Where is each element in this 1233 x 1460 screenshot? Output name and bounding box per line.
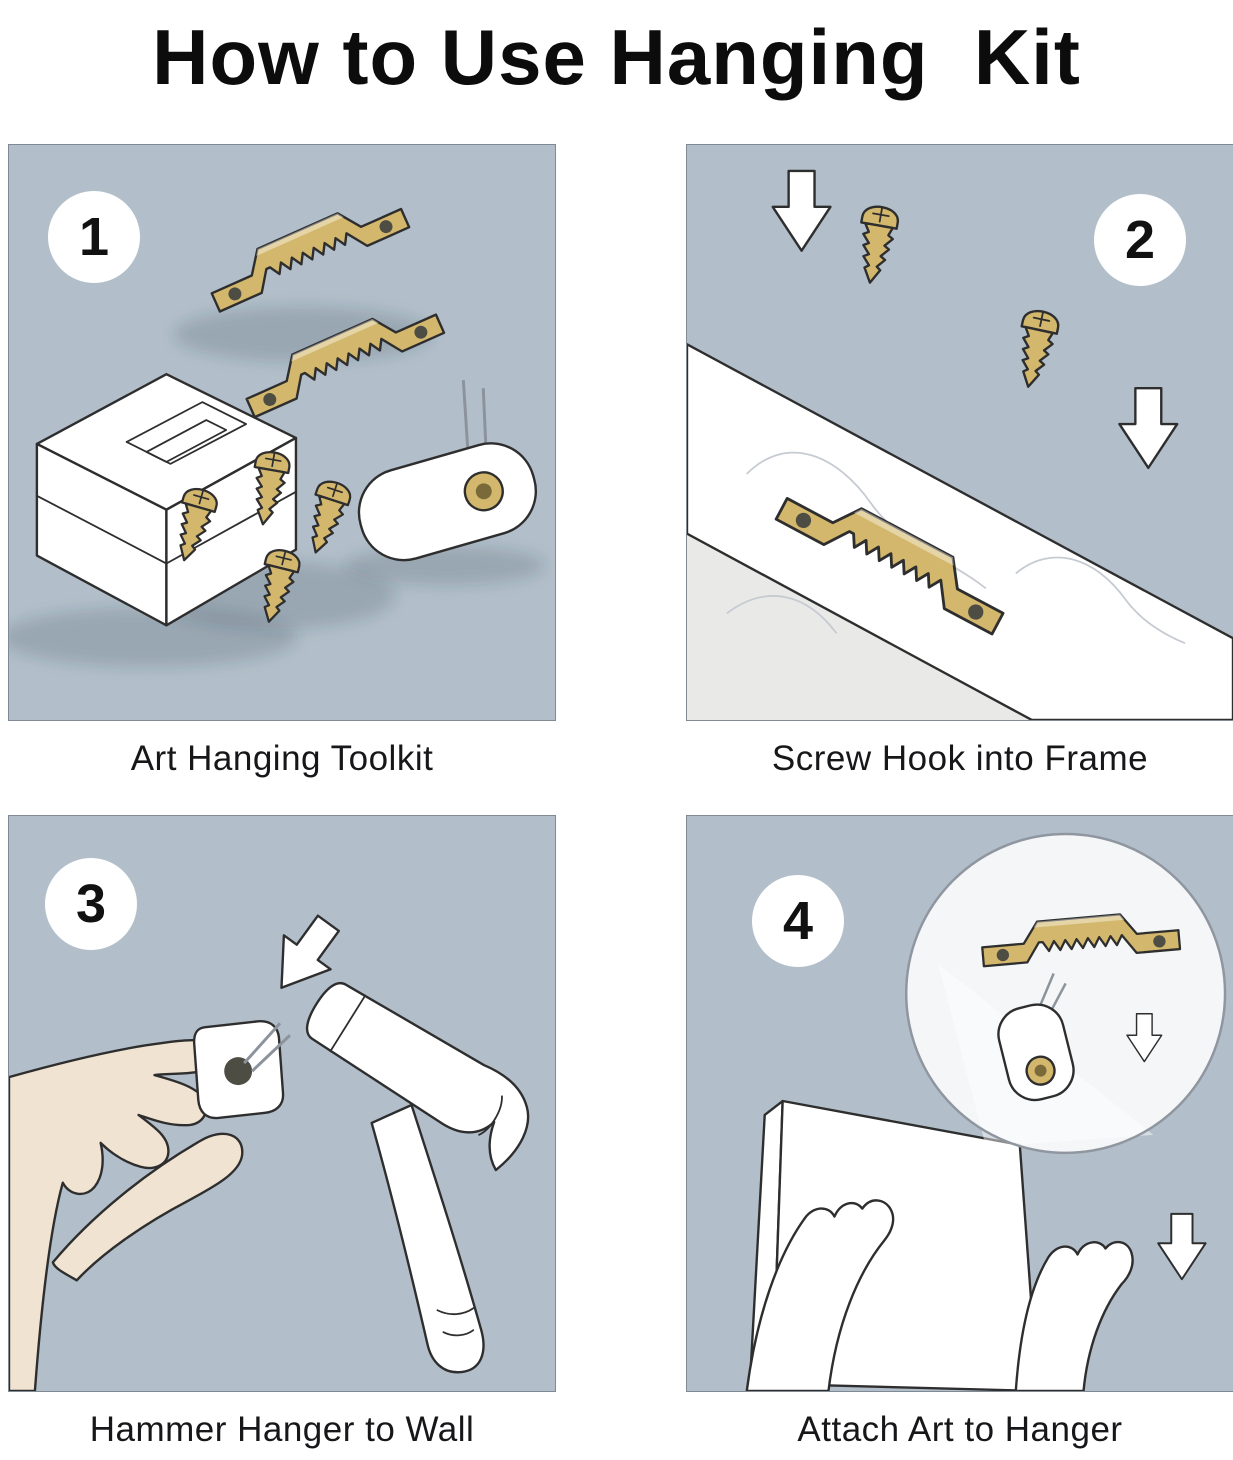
panel-4-art [745,832,1227,1391]
panel-3-illustration: 3 [8,815,556,1392]
steps-grid: 1 Art Hanging Toolkit [0,144,1233,1450]
panel-4-caption: Attach Art to Hanger [797,1410,1123,1449]
arrow-down-icon [1118,386,1179,470]
screw-icon [1008,306,1062,392]
panel-1-art [9,187,546,668]
magnifier-circle [904,832,1227,1155]
step-panel-4: 4 Attach Art to Hanger [686,815,1233,1450]
panel-1-caption: Art Hanging Toolkit [130,739,434,778]
left-hand-icon [745,1199,895,1391]
hook-icon [997,972,1075,1102]
arrow-down-icon [1157,1212,1207,1281]
step-panel-1: 1 Art Hanging Toolkit [8,144,556,779]
step-number-badge: 2 [1094,194,1186,286]
thumb-icon [51,1132,244,1282]
arrow-down-icon [771,169,832,252]
panel-2-illustration: 2 [686,144,1233,721]
panel-2-art [687,169,1233,720]
panel-1-illustration: 1 [8,144,556,721]
hammer-icon [305,981,530,1374]
page-title: How to Use Hanging Kit [152,13,1081,101]
screw-icon [297,476,355,559]
panel-3-caption: Hammer Hanger to Wall [89,1410,475,1449]
hook-icon [357,380,538,562]
screw-icon [850,202,902,287]
step-number-badge: 1 [48,191,140,283]
step-number: 2 [1124,210,1156,270]
panel-4-illustration: 4 [686,815,1233,1392]
step-number-badge: 4 [752,875,844,967]
panel-2-caption: Screw Hook into Frame [771,739,1149,778]
wall-hanger-icon [192,1020,291,1120]
step-number: 4 [782,891,814,951]
step-number: 3 [75,874,107,934]
frame-board-icon [687,343,1233,720]
right-hand-icon [1014,1241,1134,1391]
sawtooth-hanger-icon [201,187,411,313]
step-number: 1 [78,207,110,267]
step-panel-3: 3 Hammer Hanger to Wall [8,815,556,1450]
panel-3-art [9,905,530,1391]
step-panel-2: 2 Screw Hook into Frame [686,144,1233,779]
step-number-badge: 3 [45,858,137,950]
